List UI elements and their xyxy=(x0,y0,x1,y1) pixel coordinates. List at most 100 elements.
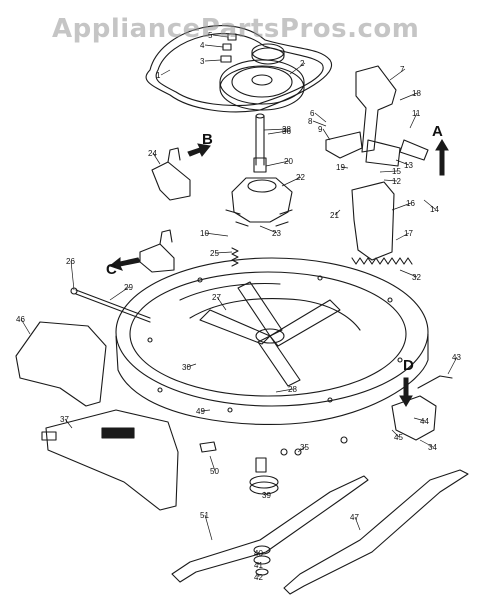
leader-line-21 xyxy=(334,209,341,216)
part-number-13: 13 xyxy=(404,161,413,170)
part-number-34: 34 xyxy=(428,443,437,452)
leader-line-51 xyxy=(204,514,213,541)
part-number-24: 24 xyxy=(148,149,157,158)
part-number-28: 28 xyxy=(288,385,297,394)
arrow-b xyxy=(187,143,211,157)
bracket-c-part xyxy=(139,229,175,273)
belt-part xyxy=(145,25,333,113)
deck-hardware xyxy=(199,436,348,473)
part-number-19: 19 xyxy=(336,163,345,172)
part-number-1: 1 xyxy=(156,71,161,80)
leader-line-43 xyxy=(447,356,458,375)
leader-line-2 xyxy=(289,62,306,75)
leader-line-20 xyxy=(265,160,290,167)
leader-line-11 xyxy=(409,112,418,129)
small-spring-part xyxy=(231,247,239,267)
pulley-part xyxy=(219,43,305,111)
leader-line-14 xyxy=(423,199,436,210)
leader-lines xyxy=(20,34,458,578)
part-number-46: 46 xyxy=(16,315,25,324)
part-number-44: 44 xyxy=(420,417,429,426)
part-number-23: 23 xyxy=(272,229,281,238)
view-labels: A B C D xyxy=(106,123,443,374)
leader-line-24 xyxy=(152,152,161,165)
part-number-10: 10 xyxy=(200,229,209,238)
part-number-16: 16 xyxy=(406,199,415,208)
part-number-40: 40 xyxy=(254,549,263,558)
leader-line-27 xyxy=(216,296,227,311)
leader-line-35 xyxy=(297,446,306,453)
part-number-30: 30 xyxy=(182,363,191,372)
leader-line-3 xyxy=(204,59,222,62)
rod-part xyxy=(70,287,151,323)
part-number-7: 7 xyxy=(400,65,405,74)
part-number-49: 49 xyxy=(196,407,205,416)
leader-line-8 xyxy=(312,120,327,127)
leader-line-22 xyxy=(281,176,302,187)
leader-line-32 xyxy=(399,269,418,278)
leader-line-25 xyxy=(214,251,233,254)
part-number-25: 25 xyxy=(210,249,219,258)
leader-line-4 xyxy=(204,44,224,48)
leader-line-30 xyxy=(186,363,197,368)
leader-line-10 xyxy=(204,232,229,237)
part-number-21: 21 xyxy=(330,211,339,220)
part-number-45: 45 xyxy=(394,433,403,442)
part-number-4: 4 xyxy=(200,41,205,50)
part-number-26: 26 xyxy=(66,257,75,266)
view-label-d: D xyxy=(403,357,414,374)
leader-line-29 xyxy=(109,286,130,301)
part-number-18: 18 xyxy=(412,89,421,98)
part-number-47: 47 xyxy=(350,513,359,522)
part-number-41: 41 xyxy=(254,561,263,570)
part-number-29: 29 xyxy=(124,283,133,292)
arrow-c xyxy=(108,256,141,271)
part-number-42: 42 xyxy=(254,573,263,582)
arrow-a xyxy=(435,139,449,176)
part-number-51: 51 xyxy=(200,511,209,520)
bracket-d-part xyxy=(391,395,437,441)
view-label-b: B xyxy=(202,131,213,148)
part-number-39: 39 xyxy=(262,491,271,500)
spindle-shaft-part xyxy=(253,113,267,173)
leader-line-37 xyxy=(64,418,73,429)
blade-adapter-part xyxy=(249,475,279,576)
leader-line-39 xyxy=(263,491,268,496)
blade-51-part xyxy=(171,475,369,583)
watermark: AppliancePartsPros.com xyxy=(52,14,420,44)
leader-line-44 xyxy=(413,417,426,422)
arm-plate-part xyxy=(351,181,395,261)
leader-line-7 xyxy=(389,68,406,81)
leader-line-38 xyxy=(263,128,288,131)
leader-line-23 xyxy=(259,225,278,234)
leader-line-18 xyxy=(399,92,418,101)
spring-part xyxy=(351,257,413,265)
part-number-37: 37 xyxy=(60,415,69,424)
pin-part xyxy=(417,375,453,389)
leader-line-1 xyxy=(160,69,171,76)
part-number-38: 38 xyxy=(282,125,291,134)
part-number-12: 12 xyxy=(392,177,401,186)
leader-line-41 xyxy=(257,561,260,566)
part-number-8: 8 xyxy=(308,117,313,126)
link-bracket-part xyxy=(325,131,429,167)
part-number-14: 14 xyxy=(430,205,439,214)
deflector-part xyxy=(41,409,179,511)
view-label-c: C xyxy=(106,261,117,278)
part-number-36: 36 xyxy=(282,127,291,136)
part-number-15: 15 xyxy=(392,167,401,176)
chute-cover-part xyxy=(15,321,107,407)
part-number-5: 5 xyxy=(208,31,213,40)
leader-line-15 xyxy=(379,170,398,173)
bracket-b-part xyxy=(151,147,191,201)
leader-line-34 xyxy=(419,439,434,448)
leader-line-17 xyxy=(395,232,410,241)
leader-line-19 xyxy=(340,166,349,169)
arrow-d xyxy=(399,377,413,407)
part-number-17: 17 xyxy=(404,229,413,238)
leader-line-9 xyxy=(322,128,331,141)
part-number-27: 27 xyxy=(212,293,221,302)
leader-line-45 xyxy=(391,429,400,438)
part-number-6: 6 xyxy=(310,109,315,118)
